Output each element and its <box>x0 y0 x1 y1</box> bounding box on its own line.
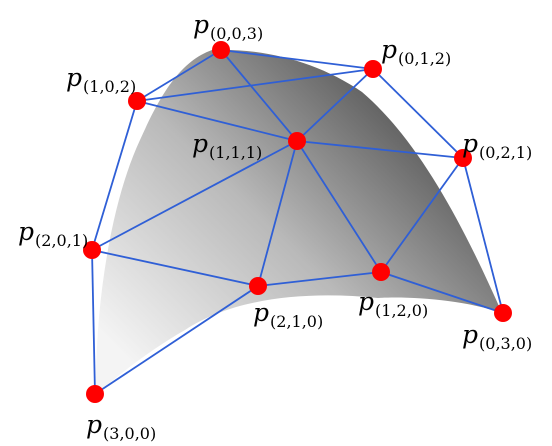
label-subscript: (3,0,0) <box>103 424 156 443</box>
control-point-p201 <box>83 241 101 259</box>
edge-p111-p201 <box>91 140 298 251</box>
bezier-surface-patch <box>95 49 502 395</box>
edge-p003-p012 <box>220 49 374 70</box>
label-p120: p(1,2,0) <box>358 287 428 320</box>
control-point-p111 <box>288 132 306 150</box>
edge-p210-p120 <box>257 271 382 287</box>
edge-p012-p111 <box>296 68 374 142</box>
label-p210: p(2,1,0) <box>253 298 323 331</box>
label-subscript: (1,1,1) <box>209 143 262 162</box>
edge-p003-p111 <box>220 49 298 142</box>
edge-p012-p102 <box>136 68 374 102</box>
edge-p201-p300 <box>91 249 96 395</box>
label-symbol: p <box>66 63 82 92</box>
label-p030: p(0,3,0) <box>462 320 532 353</box>
label-p201: p(2,0,1) <box>18 217 88 250</box>
label-p111: p(1,1,1) <box>192 129 262 162</box>
edge-p102-p111 <box>136 100 298 142</box>
label-symbol: p <box>462 129 478 158</box>
control-points <box>83 41 512 403</box>
control-point-p300 <box>86 385 104 403</box>
control-point-p102 <box>128 92 146 110</box>
edge-p102-p201 <box>91 100 138 251</box>
edge-p111-p021 <box>296 140 464 159</box>
label-symbol: p <box>358 287 374 316</box>
label-subscript: (1,0,2) <box>83 77 136 96</box>
label-subscript: (0,3,0) <box>479 334 532 353</box>
edge-p003-p102 <box>136 49 222 102</box>
edge-p111-p210 <box>257 140 298 287</box>
control-net-edges <box>91 49 504 395</box>
edge-p210-p300 <box>94 285 259 395</box>
edge-p120-p030 <box>380 271 504 314</box>
label-symbol: p <box>192 129 208 158</box>
label-subscript: (1,2,0) <box>375 301 428 320</box>
control-point-p210 <box>249 277 267 295</box>
edge-p012-p021 <box>372 68 464 159</box>
label-symbol: p <box>253 298 269 327</box>
label-subscript: (2,1,0) <box>270 312 323 331</box>
label-subscript: (0,2,1) <box>479 143 532 162</box>
control-point-p021 <box>454 149 472 167</box>
edge-p111-p120 <box>296 140 382 273</box>
label-symbol: p <box>462 320 478 349</box>
label-symbol: p <box>381 35 397 64</box>
label-symbol: p <box>18 217 34 246</box>
label-symbol: p <box>86 410 102 439</box>
label-p003: p(0,0,3) <box>193 10 263 43</box>
edge-p021-p030 <box>462 157 504 314</box>
edge-p021-p120 <box>380 157 464 273</box>
control-point-p030 <box>494 304 512 322</box>
control-point-p120 <box>372 263 390 281</box>
label-subscript: (2,0,1) <box>35 231 88 250</box>
edge-p201-p210 <box>91 249 259 287</box>
label-p012: p(0,1,2) <box>381 35 451 68</box>
control-point-labels: p(0,0,3)p(0,1,2)p(1,0,2)p(1,1,1)p(0,2,1)… <box>18 10 532 443</box>
label-subscript: (0,0,3) <box>210 24 263 43</box>
label-symbol: p <box>193 10 209 39</box>
label-p300: p(3,0,0) <box>86 410 156 443</box>
label-subscript: (0,1,2) <box>398 49 451 68</box>
label-p021: p(0,2,1) <box>462 129 532 162</box>
control-point-p012 <box>364 60 382 78</box>
label-p102: p(1,0,2) <box>66 63 136 96</box>
control-point-p003 <box>212 41 230 59</box>
